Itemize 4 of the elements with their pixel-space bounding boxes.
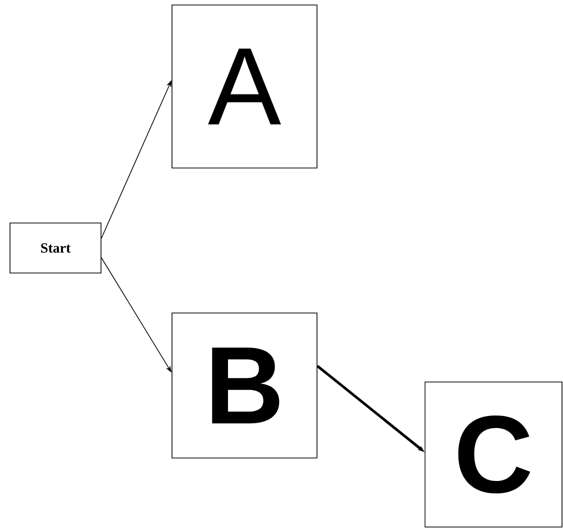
start-box: Start xyxy=(10,222,102,274)
letter-box: B xyxy=(172,312,318,458)
letter-box: C xyxy=(424,382,562,528)
letter-box: A xyxy=(172,4,318,168)
